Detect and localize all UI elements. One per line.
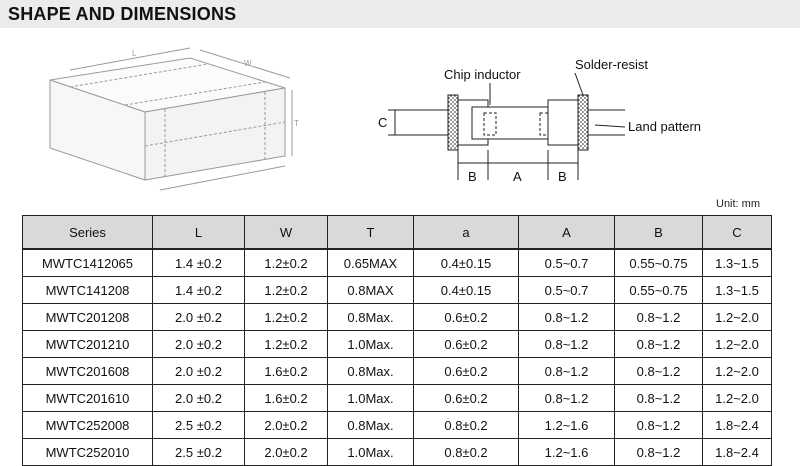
cell-L: 1.4 ±0.2 (152, 248, 245, 277)
cell-A: 0.5~0.7 (518, 248, 615, 277)
table-row: MWTC201210 2.0 ±0.2 1.2±0.2 1.0Max. 0.6±… (22, 330, 772, 358)
cell-L: 2.0 ±0.2 (152, 330, 245, 358)
cell-T: 1.0Max. (327, 438, 414, 466)
cell-T: 0.8MAX (327, 276, 414, 304)
header-a: a (413, 215, 519, 250)
cell-W: 1.6±0.2 (244, 357, 328, 385)
cell-T: 0.8Max. (327, 357, 414, 385)
header-A: A (518, 215, 615, 250)
cell-W: 2.0±0.2 (244, 438, 328, 466)
cell-B: 0.8~1.2 (614, 303, 703, 331)
cell-B: 0.8~1.2 (614, 357, 703, 385)
cell-W: 1.2±0.2 (244, 248, 328, 277)
cell-C: 1.8~2.4 (702, 438, 772, 466)
unit-label: Unit: mm (716, 198, 760, 210)
cell-A: 0.8~1.2 (518, 357, 615, 385)
cell-series: MWTC201610 (22, 384, 153, 412)
dim-label-C: C (378, 115, 387, 130)
section-title: SHAPE AND DIMENSIONS (8, 4, 237, 24)
cell-C: 1.3~1.5 (702, 276, 772, 304)
cell-W: 2.0±0.2 (244, 411, 328, 439)
cell-A: 0.8~1.2 (518, 330, 615, 358)
cell-a: 0.6±0.2 (413, 303, 519, 331)
cell-C: 1.2~2.0 (702, 303, 772, 331)
dim-label-W: W (244, 59, 252, 68)
dim-label-A: A (513, 169, 522, 184)
cell-W: 1.2±0.2 (244, 330, 328, 358)
cell-T: 0.65MAX (327, 248, 414, 277)
chip-3d-drawing: L W T (49, 47, 299, 191)
cell-A: 0.5~0.7 (518, 276, 615, 304)
cell-series: MWTC201208 (22, 303, 153, 331)
cell-B: 0.8~1.2 (614, 438, 703, 466)
cell-L: 2.0 ±0.2 (152, 303, 245, 331)
cell-series: MWTC252010 (22, 438, 153, 466)
cell-W: 1.2±0.2 (244, 276, 328, 304)
cell-a: 0.8±0.2 (413, 411, 519, 439)
cell-series: MWTC201210 (22, 330, 153, 358)
cell-C: 1.2~2.0 (702, 384, 772, 412)
cell-A: 0.8~1.2 (518, 384, 615, 412)
land-pattern-drawing: Chip inductor Solder-resist Land pattern… (378, 57, 701, 184)
cell-L: 2.5 ±0.2 (152, 411, 245, 439)
cell-series: MWTC252008 (22, 411, 153, 439)
cell-a: 0.6±0.2 (413, 357, 519, 385)
cell-T: 1.0Max. (327, 330, 414, 358)
table-row: MWTC201208 2.0 ±0.2 1.2±0.2 0.8Max. 0.6±… (22, 303, 772, 331)
header-B: B (614, 215, 703, 250)
cell-A: 1.2~1.6 (518, 411, 615, 439)
cell-T: 0.8Max. (327, 303, 414, 331)
cell-C: 1.2~2.0 (702, 330, 772, 358)
cell-B: 0.55~0.75 (614, 276, 703, 304)
cell-series: MWTC141208 (22, 276, 153, 304)
cell-a: 0.6±0.2 (413, 384, 519, 412)
header-W: W (244, 215, 328, 250)
cell-W: 1.6±0.2 (244, 384, 328, 412)
section-header: SHAPE AND DIMENSIONS (0, 0, 800, 28)
dim-label-L: L (132, 49, 137, 58)
table-row: MWTC141208 1.4 ±0.2 1.2±0.2 0.8MAX 0.4±0… (22, 276, 772, 304)
solder-resist-label: Solder-resist (575, 57, 648, 72)
chip-inductor-label: Chip inductor (444, 67, 521, 82)
cell-L: 2.0 ±0.2 (152, 357, 245, 385)
cell-W: 1.2±0.2 (244, 303, 328, 331)
header-C: C (702, 215, 772, 250)
cell-series: MWTC1412065 (22, 248, 153, 277)
cell-C: 1.2~2.0 (702, 357, 772, 385)
cell-T: 0.8Max. (327, 411, 414, 439)
header-series: Series (22, 215, 153, 250)
table-row: MWTC252010 2.5 ±0.2 2.0±0.2 1.0Max. 0.8±… (22, 438, 772, 466)
header-L: L (152, 215, 245, 250)
table-row: MWTC201608 2.0 ±0.2 1.6±0.2 0.8Max. 0.6±… (22, 357, 772, 385)
cell-C: 1.8~2.4 (702, 411, 772, 439)
cell-a: 0.6±0.2 (413, 330, 519, 358)
cell-a: 0.4±0.15 (413, 248, 519, 277)
cell-A: 1.2~1.6 (518, 438, 615, 466)
cell-B: 0.8~1.2 (614, 384, 703, 412)
dim-label-B-left: B (468, 169, 477, 184)
cell-C: 1.3~1.5 (702, 248, 772, 277)
header-T: T (327, 215, 414, 250)
cell-L: 1.4 ±0.2 (152, 276, 245, 304)
cell-B: 0.8~1.2 (614, 330, 703, 358)
cell-L: 2.5 ±0.2 (152, 438, 245, 466)
table-row: MWTC201610 2.0 ±0.2 1.6±0.2 1.0Max. 0.6±… (22, 384, 772, 412)
table-row: MWTC1412065 1.4 ±0.2 1.2±0.2 0.65MAX 0.4… (22, 248, 772, 277)
cell-series: MWTC201608 (22, 357, 153, 385)
cell-B: 0.55~0.75 (614, 248, 703, 277)
cell-a: 0.4±0.15 (413, 276, 519, 304)
cell-A: 0.8~1.2 (518, 303, 615, 331)
cell-L: 2.0 ±0.2 (152, 384, 245, 412)
dim-label-B-right: B (558, 169, 567, 184)
cell-a: 0.8±0.2 (413, 438, 519, 466)
table-header-row: Series L W T a A B C (22, 215, 772, 250)
cell-T: 1.0Max. (327, 384, 414, 412)
cell-B: 0.8~1.2 (614, 411, 703, 439)
dim-label-T: T (294, 119, 299, 128)
dimensions-table: Series L W T a A B C MWTC1412065 1.4 ±0.… (22, 215, 772, 466)
table-row: MWTC252008 2.5 ±0.2 2.0±0.2 0.8Max. 0.8±… (22, 411, 772, 439)
land-pattern-label: Land pattern (628, 119, 701, 134)
